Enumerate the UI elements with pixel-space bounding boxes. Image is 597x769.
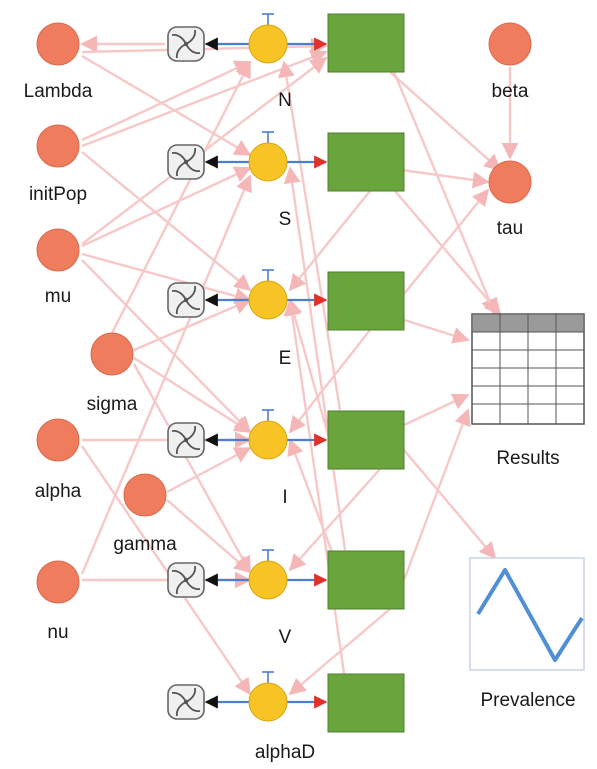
valve-cap bbox=[262, 131, 274, 143]
cloud-source-icon bbox=[167, 282, 205, 318]
valve-cap bbox=[262, 671, 274, 683]
influence-link bbox=[132, 363, 252, 574]
influence-link bbox=[402, 408, 471, 581]
flow-pipe-layer bbox=[204, 13, 328, 709]
influence-link bbox=[81, 166, 252, 248]
parameter-label: mu bbox=[45, 286, 71, 307]
parameter-label: Lambda bbox=[24, 81, 93, 102]
results-output[interactable]: Results bbox=[471, 313, 585, 469]
stock[interactable] bbox=[327, 550, 405, 610]
flow-label: V bbox=[279, 627, 292, 648]
flow-v[interactable]: V bbox=[167, 550, 405, 648]
influence-link bbox=[288, 190, 371, 292]
influence-link bbox=[288, 329, 371, 434]
parameter-gamma[interactable]: gamma bbox=[113, 473, 177, 555]
influence-link bbox=[110, 60, 252, 334]
parameter-lambda[interactable]: Lambda bbox=[24, 22, 93, 102]
valve-cap bbox=[262, 269, 274, 281]
flow-e[interactable]: E bbox=[167, 271, 405, 369]
parameter-label: sigma bbox=[87, 394, 138, 415]
cloud-source-icon bbox=[167, 422, 205, 458]
parameter-mu[interactable]: mu bbox=[36, 228, 80, 307]
influence-link bbox=[278, 60, 342, 411]
influence-link bbox=[392, 71, 497, 316]
influence-link bbox=[288, 608, 391, 696]
stock[interactable] bbox=[327, 271, 405, 331]
parameter-label: alpha bbox=[35, 481, 82, 502]
influence-link bbox=[133, 298, 252, 352]
influence-link bbox=[283, 298, 347, 681]
parameter-alpha[interactable]: alpha bbox=[35, 418, 82, 502]
influence-link bbox=[81, 252, 252, 305]
influence-link bbox=[133, 356, 252, 434]
parameter-tau[interactable]: tau bbox=[488, 160, 532, 239]
flow-i[interactable]: I bbox=[167, 410, 405, 508]
influence-link bbox=[403, 318, 470, 344]
influence-link bbox=[81, 60, 252, 142]
valve-cap bbox=[262, 409, 274, 421]
flow-label: I bbox=[282, 487, 287, 508]
line-graph-icon bbox=[469, 557, 585, 671]
stock[interactable] bbox=[327, 132, 405, 192]
influence-link bbox=[81, 259, 252, 434]
parameter-initpop[interactable]: initPop bbox=[29, 124, 87, 205]
influence-link bbox=[81, 54, 252, 157]
flow-label: N bbox=[278, 90, 292, 111]
flow-alphad[interactable]: alphaD bbox=[167, 673, 405, 763]
stock[interactable] bbox=[327, 673, 405, 733]
flow-label: alphaD bbox=[255, 742, 315, 763]
influence-link bbox=[283, 166, 347, 551]
influence-link bbox=[403, 188, 490, 295]
prevalence-label: Prevalence bbox=[480, 690, 575, 711]
flow-label: S bbox=[279, 209, 292, 230]
parameter-label: beta bbox=[492, 81, 529, 102]
parameter-label: initPop bbox=[29, 184, 87, 205]
parameter-label: gamma bbox=[113, 534, 177, 555]
valve-cap bbox=[262, 549, 274, 561]
flow-n[interactable]: N bbox=[167, 13, 405, 111]
stock[interactable] bbox=[327, 410, 405, 470]
flow-label: E bbox=[279, 348, 292, 369]
parameter-beta[interactable]: beta bbox=[488, 22, 532, 102]
influence-link bbox=[81, 445, 251, 696]
influence-link bbox=[166, 446, 252, 494]
cloud-source-icon bbox=[167, 26, 205, 62]
prevalence-output[interactable]: Prevalence bbox=[469, 557, 585, 711]
influence-link bbox=[403, 393, 470, 427]
parameter-nu[interactable]: nu bbox=[36, 560, 80, 643]
cloud-source-icon bbox=[167, 684, 205, 720]
valve-cap bbox=[262, 13, 274, 25]
influence-link bbox=[166, 499, 252, 574]
parameter-label: nu bbox=[47, 622, 68, 643]
link-layer bbox=[80, 35, 519, 696]
results-label: Results bbox=[496, 448, 559, 469]
influence-link bbox=[80, 174, 252, 575]
influence-link bbox=[389, 71, 502, 172]
cloud-source-icon bbox=[167, 562, 205, 598]
influence-link bbox=[288, 468, 381, 572]
table-icon bbox=[471, 313, 585, 425]
influence-link bbox=[403, 449, 497, 560]
influence-link bbox=[81, 151, 252, 292]
influence-link bbox=[394, 190, 502, 316]
stock[interactable] bbox=[327, 13, 405, 73]
parameter-label: tau bbox=[497, 218, 523, 239]
cloud-source-icon bbox=[167, 144, 205, 180]
parameter-sigma[interactable]: sigma bbox=[87, 332, 138, 415]
flow-s[interactable]: S bbox=[167, 132, 405, 230]
